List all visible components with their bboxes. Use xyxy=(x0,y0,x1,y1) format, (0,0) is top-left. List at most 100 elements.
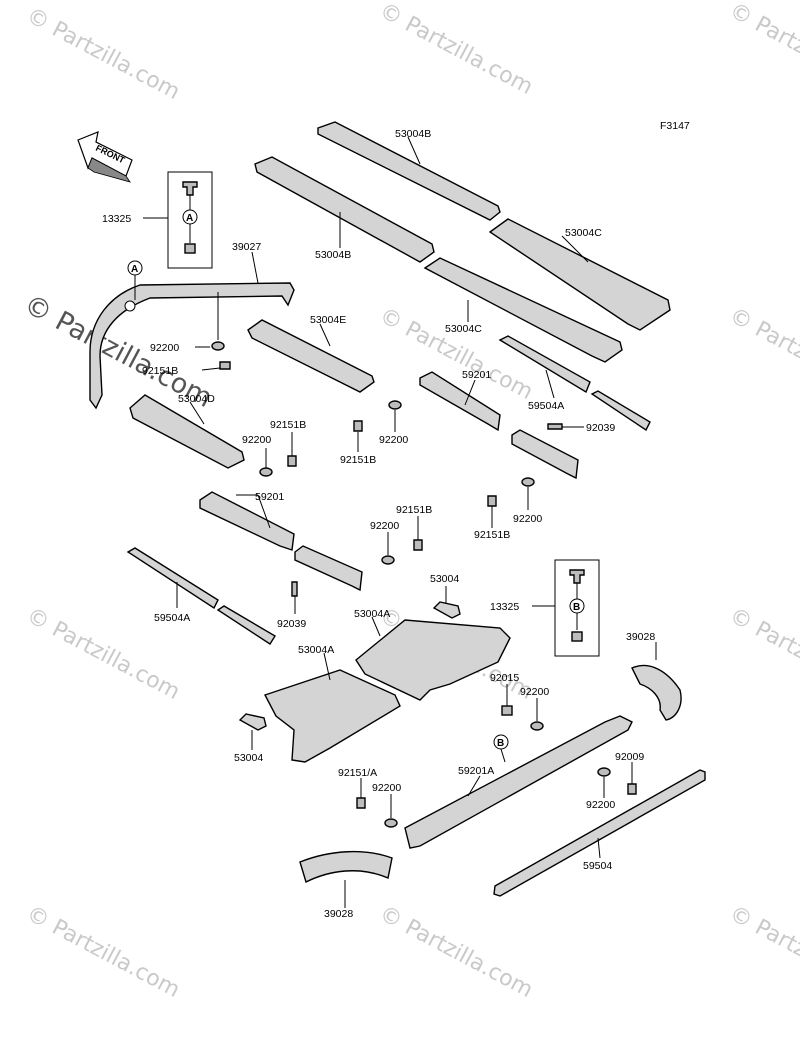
corner-guard-39028-bottom xyxy=(299,850,393,883)
washer-icon xyxy=(530,721,544,731)
washer-icon xyxy=(521,477,535,487)
watermark-text: © Partzilla.com xyxy=(725,603,800,705)
label-59504a-left: 59504A xyxy=(154,612,190,624)
trim-59504 xyxy=(493,769,706,897)
label-53004a-right: 53004A xyxy=(354,608,390,620)
label-92151b-e: 92151B xyxy=(396,504,432,516)
callout-b-rail-text: B xyxy=(497,738,504,749)
label-53004c-mid: 53004C xyxy=(445,323,482,335)
watermark-text: © Partzilla.com xyxy=(725,0,800,100)
pin-icon xyxy=(547,423,563,430)
washer-icon xyxy=(211,341,225,351)
washer-icon xyxy=(381,555,395,565)
pad-53004-top xyxy=(432,601,461,619)
pad-53004-bottom xyxy=(238,713,267,731)
label-53004c-right: 53004C xyxy=(565,227,602,239)
mat-53004b-left xyxy=(254,156,435,263)
watermark-text: © Partzilla.com xyxy=(22,901,184,1003)
label-59504: 59504 xyxy=(583,860,612,872)
label-92200-i: 92200 xyxy=(586,799,615,811)
label-92200-g: 92200 xyxy=(520,686,549,698)
step-rail-59201-top xyxy=(419,371,501,432)
label-92151b-b: 92151B xyxy=(340,454,376,466)
fastener-box-bottom xyxy=(554,559,600,657)
trim-59504a-top xyxy=(498,335,591,394)
callout-a-arm-text: A xyxy=(131,264,138,275)
corner-guard-39028-right xyxy=(631,664,682,721)
bow-guard-39027 xyxy=(89,282,295,410)
label-53004d: 53004D xyxy=(178,393,215,405)
bolt-icon xyxy=(627,783,637,795)
label-92151b-a: 92151B xyxy=(142,365,178,377)
label-53004a-left: 53004A xyxy=(298,644,334,656)
label-59201-mid: 59201 xyxy=(255,491,284,503)
watermark-text: © Partzilla.com xyxy=(725,901,800,1003)
fastener-box-top xyxy=(167,171,213,269)
label-92200-d: 92200 xyxy=(513,513,542,525)
label-92015: 92015 xyxy=(490,672,519,684)
label-92009: 92009 xyxy=(615,751,644,763)
watermark-layer: © Partzilla.com © Partzilla.com © Partzi… xyxy=(19,0,800,1003)
label-39028-bot: 39028 xyxy=(324,908,353,920)
label-92039-bot: 92039 xyxy=(277,618,306,630)
label-92200-h: 92200 xyxy=(372,782,401,794)
bolt-icon xyxy=(356,797,366,809)
label-92200-c: 92200 xyxy=(242,434,271,446)
label-53004-bot: 53004 xyxy=(234,752,263,764)
washer-icon xyxy=(259,467,273,477)
label-53004b-left: 53004B xyxy=(315,249,351,261)
washer-icon xyxy=(388,400,402,410)
washer-icon xyxy=(384,818,398,828)
nut-icon xyxy=(571,631,583,642)
label-92151b-d: 92151B xyxy=(474,529,510,541)
label-13325-bot: 13325 xyxy=(490,601,519,613)
mat-53004d xyxy=(129,394,245,469)
screw-icon xyxy=(182,181,198,196)
label-59504a-top: 59504A xyxy=(528,400,564,412)
mat-53004c-right xyxy=(488,218,671,331)
label-13325-top: 13325 xyxy=(102,213,131,225)
label-53004b-top: 53004B xyxy=(395,128,431,140)
front-arrow-icon: FRONT xyxy=(77,131,133,183)
nut-icon xyxy=(501,705,513,716)
bolt-icon xyxy=(219,361,231,370)
watermark-text: © Partzilla.com xyxy=(375,0,537,100)
label-53004-top: 53004 xyxy=(430,573,459,585)
bolt-icon xyxy=(413,539,423,551)
bolt-icon xyxy=(287,455,297,467)
label-53004e: 53004E xyxy=(310,314,346,326)
label-92151a: 92151/A xyxy=(338,767,377,779)
diagram-code: F3147 xyxy=(660,120,690,132)
watermark-text: © Partzilla.com xyxy=(22,3,184,105)
mat-53004c-mid xyxy=(423,257,623,363)
step-rail-59201-mid-end xyxy=(294,545,363,592)
label-92151b-c: 92151B xyxy=(270,419,306,431)
bolt-icon xyxy=(487,495,497,507)
label-59201-top: 59201 xyxy=(462,369,491,381)
hole-icon xyxy=(124,300,136,312)
callout-a-top-text: A xyxy=(186,213,193,224)
watermark-text: © Partzilla.com xyxy=(725,303,800,405)
bolt-icon xyxy=(353,420,363,432)
mat-53004a-left xyxy=(263,669,401,763)
step-rail-59201a xyxy=(404,715,633,849)
mat-53004a-right xyxy=(355,619,511,701)
pin-icon xyxy=(291,581,298,597)
trim-59504a-top-end xyxy=(590,390,651,432)
step-rail-59201-mid xyxy=(199,491,295,551)
callout-b-box-text: B xyxy=(573,602,580,613)
label-92039-top: 92039 xyxy=(586,422,615,434)
nut-icon xyxy=(184,243,196,254)
label-39028-right: 39028 xyxy=(626,631,655,643)
label-39027: 39027 xyxy=(232,241,261,253)
label-59201a: 59201A xyxy=(458,765,494,777)
label-92200-a: 92200 xyxy=(150,342,179,354)
trim-59504a-left xyxy=(126,547,219,610)
label-92200-b: 92200 xyxy=(379,434,408,446)
label-92200-e: 92200 xyxy=(370,520,399,532)
mat-53004e xyxy=(247,319,375,393)
watermark-text: © Partzilla.com xyxy=(375,901,537,1003)
washer-icon xyxy=(597,767,611,777)
